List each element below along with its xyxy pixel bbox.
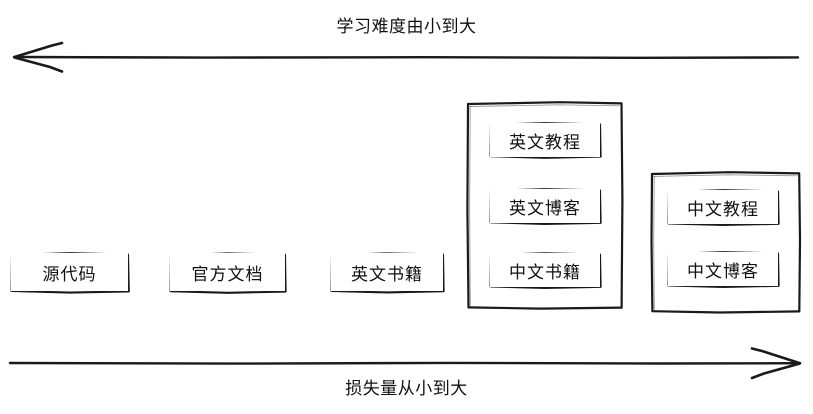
bottom-axis-label: 损失量从小到大 bbox=[345, 379, 468, 399]
node-english-books[interactable]: 英文书籍 bbox=[331, 253, 443, 291]
node-chinese-books[interactable]: 中文书籍 bbox=[490, 253, 600, 287]
node-label: 英文书籍 bbox=[351, 264, 423, 285]
node-source-code[interactable]: 源代码 bbox=[11, 253, 128, 291]
node-english-blogs[interactable]: 英文博客 bbox=[490, 189, 600, 223]
node-chinese-blogs[interactable]: 中文博客 bbox=[668, 252, 778, 286]
node-label: 中文书籍 bbox=[509, 262, 581, 283]
node-label: 源代码 bbox=[42, 264, 97, 285]
left-arrow-icon bbox=[12, 41, 800, 73]
node-label: 中文教程 bbox=[687, 199, 759, 220]
node-english-tutorials[interactable]: 英文教程 bbox=[490, 123, 600, 157]
node-chinese-tutorials[interactable]: 中文教程 bbox=[668, 190, 778, 224]
node-label: 中文博客 bbox=[687, 261, 759, 282]
node-label: 英文博客 bbox=[509, 198, 581, 219]
node-official-docs[interactable]: 官方文档 bbox=[170, 253, 285, 291]
node-label: 英文教程 bbox=[509, 132, 581, 153]
node-label: 官方文档 bbox=[191, 264, 264, 285]
top-axis-label: 学习难度由小到大 bbox=[336, 17, 477, 37]
